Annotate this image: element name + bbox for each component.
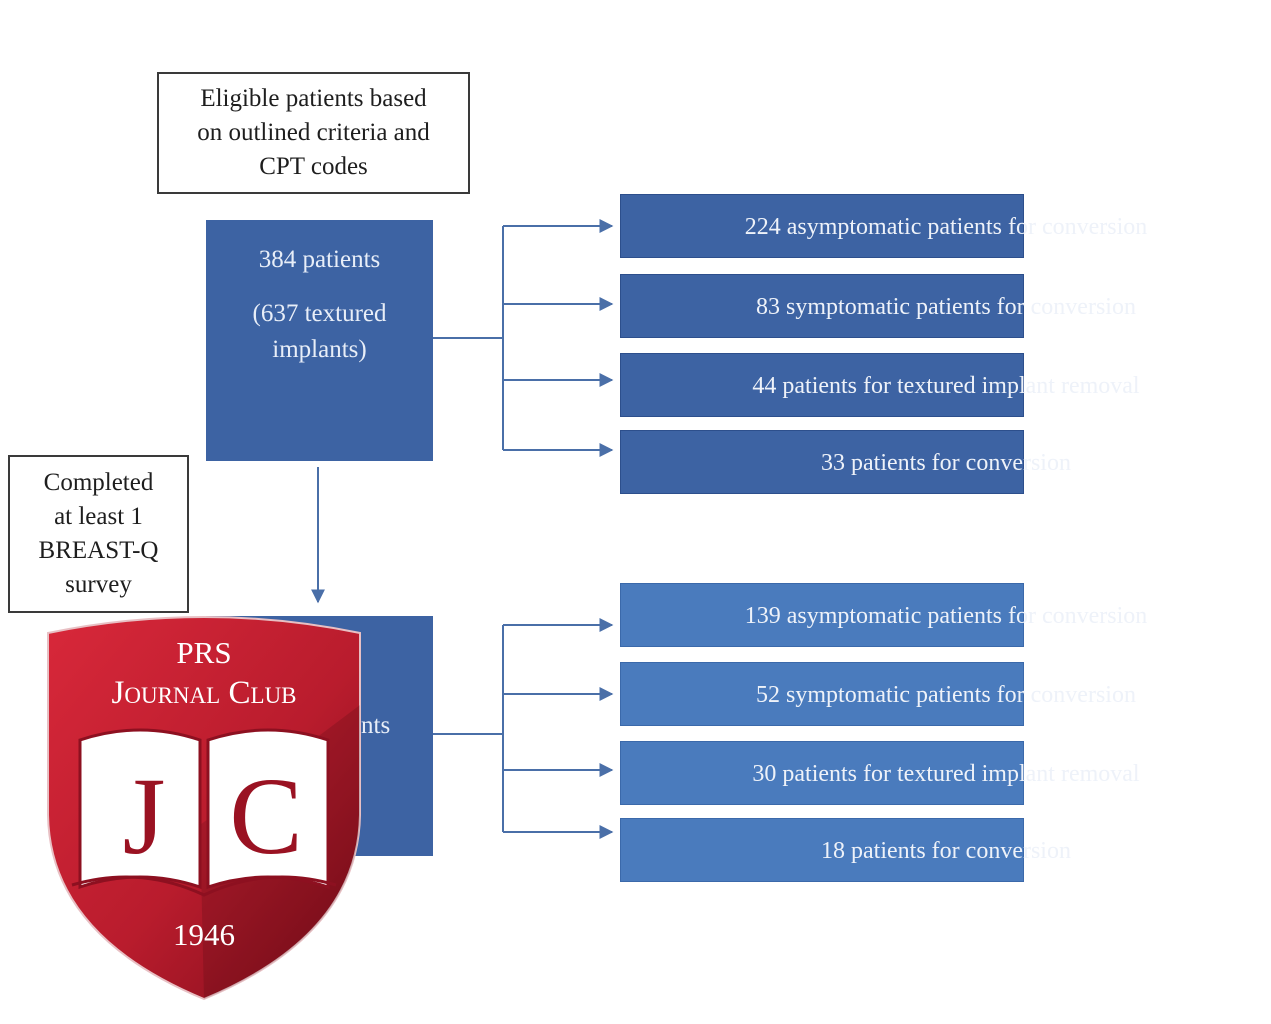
outcome-bar-bottom-1-label: 139 asymptomatic patients for conversion bbox=[744, 603, 1148, 629]
cohort-implant-count: (637 textured implants) bbox=[252, 300, 387, 363]
outcome-bar-top-1-label: 224 asymptomatic patients for conversion bbox=[744, 214, 1148, 240]
cohort-patient-count: 384 patients bbox=[258, 246, 381, 273]
outcome-bar-bottom-4: 18 patients for conversion bbox=[620, 818, 1071, 882]
outcome-bar-top-3: 44 patients for textured implant removal bbox=[620, 353, 1140, 417]
cohort-box: 384 patients (637 textured implants) bbox=[206, 220, 433, 461]
outcome-bar-top-4-label: 33 patients for conversion bbox=[821, 450, 1071, 476]
badge-title-prs: PRS bbox=[176, 635, 231, 670]
shield-icon bbox=[47, 616, 361, 1001]
outcome-bar-top-2-label: 83 symptomatic patients for conversion bbox=[756, 294, 1136, 320]
outcome-bar-bottom-3-label: 30 patients for textured implant removal bbox=[752, 761, 1140, 787]
open-book-icon bbox=[71, 728, 337, 897]
outcome-bar-bottom-2: 52 symptomatic patients for conversion bbox=[620, 662, 1136, 726]
outcome-bar-top-3-label: 44 patients for textured implant removal bbox=[752, 373, 1140, 399]
prs-journal-club-shield-logo: PRS Journal Club J C 1946 bbox=[47, 616, 361, 1001]
outcome-bar-bottom-1: 139 asymptomatic patients for conversion bbox=[620, 583, 1147, 647]
outcome-bar-bottom-3: 30 patients for textured implant removal bbox=[620, 741, 1140, 805]
badge-monogram-c: C bbox=[229, 755, 302, 877]
outcome-bar-top-4: 33 patients for conversion bbox=[620, 430, 1071, 494]
outcome-bar-top-2: 83 symptomatic patients for conversion bbox=[620, 274, 1136, 338]
outcome-bar-top-1: 224 asymptomatic patients for conversion bbox=[620, 194, 1147, 258]
badge-monogram-j: J bbox=[123, 755, 166, 877]
eligible-criteria-note: Eligible patients based on outlined crit… bbox=[157, 72, 470, 194]
badge-title-journal-club: Journal Club bbox=[112, 675, 297, 711]
outcome-bar-bottom-2-label: 52 symptomatic patients for conversion bbox=[756, 682, 1136, 708]
eligible-criteria-text: Eligible patients based on outlined crit… bbox=[197, 85, 430, 180]
completed-survey-note: Completed at least 1 BREAST-Q survey bbox=[8, 455, 189, 613]
outcome-bar-bottom-4-label: 18 patients for conversion bbox=[821, 838, 1071, 864]
completed-survey-text: Completed at least 1 BREAST-Q survey bbox=[38, 469, 159, 598]
badge-year: 1946 bbox=[173, 917, 235, 952]
survey-cohort-text-fragment: nts bbox=[361, 712, 391, 739]
connector-lines bbox=[311, 219, 614, 839]
